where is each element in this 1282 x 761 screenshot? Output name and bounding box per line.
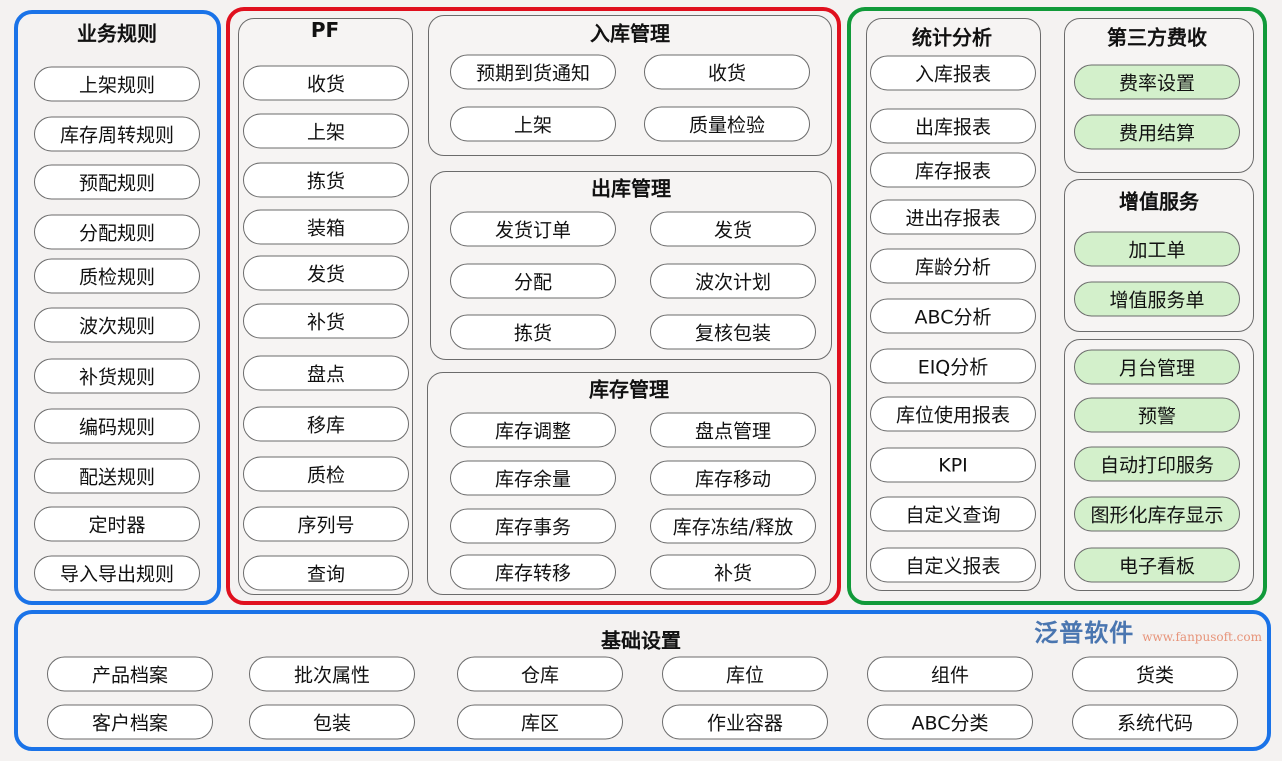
basic-settings-title: 基础设置 (601, 628, 681, 653)
pf-item[interactable]: 质检 (243, 456, 409, 492)
statistics-item[interactable]: 进出存报表 (870, 199, 1036, 235)
pf-item[interactable]: 收货 (243, 65, 409, 101)
watermark-url: www.fanpusoft.com (1142, 630, 1262, 644)
basic-settings-item[interactable]: 产品档案 (47, 656, 213, 692)
pf-item[interactable]: 查询 (243, 555, 409, 591)
pf-item[interactable]: 上架 (243, 113, 409, 149)
inbound-item[interactable]: 预期到货通知 (450, 54, 616, 90)
inventory-title: 库存管理 (589, 377, 669, 402)
outbound-title: 出库管理 (591, 176, 671, 201)
basic-settings-item[interactable]: 客户档案 (47, 704, 213, 740)
business-rules-item[interactable]: 上架规则 (34, 66, 200, 102)
outbound-item[interactable]: 发货 (650, 211, 816, 247)
statistics-item[interactable]: ABC分析 (870, 298, 1036, 334)
statistics-item[interactable]: 库存报表 (870, 152, 1036, 188)
basic-settings-item[interactable]: 组件 (867, 656, 1033, 692)
inventory-item[interactable]: 库存调整 (450, 412, 616, 448)
other-services-item[interactable]: 电子看板 (1074, 547, 1240, 583)
pf-item[interactable]: 补货 (243, 303, 409, 339)
outbound-item[interactable]: 发货订单 (450, 211, 616, 247)
inbound-item[interactable]: 质量检验 (644, 106, 810, 142)
other-services-item[interactable]: 图形化库存显示 (1074, 496, 1240, 532)
business-rules-item[interactable]: 质检规则 (34, 258, 200, 294)
operations-frame (226, 7, 841, 605)
pf-item[interactable]: 移库 (243, 406, 409, 442)
business-rules-item[interactable]: 预配规则 (34, 164, 200, 200)
other-services-item[interactable]: 预警 (1074, 397, 1240, 433)
value-added-item[interactable]: 加工单 (1074, 231, 1240, 267)
inventory-item[interactable]: 库存移动 (650, 460, 816, 496)
fees-title: 第三方费收 (1107, 25, 1207, 50)
statistics-title: 统计分析 (912, 25, 992, 50)
value-added-title: 增值服务 (1119, 189, 1199, 214)
value-added-item[interactable]: 增值服务单 (1074, 281, 1240, 317)
outbound-item[interactable]: 拣货 (450, 314, 616, 350)
inventory-item[interactable]: 库存冻结/释放 (650, 508, 816, 544)
business-rules-item[interactable]: 库存周转规则 (34, 116, 200, 152)
basic-settings-item[interactable]: 库位 (662, 656, 828, 692)
inventory-item[interactable]: 补货 (650, 554, 816, 590)
business-rules-title: 业务规则 (77, 21, 157, 46)
third-party-fees-item[interactable]: 费率设置 (1074, 64, 1240, 100)
basic-settings-item[interactable]: 库区 (457, 704, 623, 740)
pf-item[interactable]: 拣货 (243, 162, 409, 198)
inbound-item[interactable]: 上架 (450, 106, 616, 142)
pf-item[interactable]: 装箱 (243, 209, 409, 245)
basic-settings-item[interactable]: 包装 (249, 704, 415, 740)
inventory-item[interactable]: 库存余量 (450, 460, 616, 496)
business-rules-item[interactable]: 导入导出规则 (34, 555, 200, 591)
inbound-title: 入库管理 (590, 21, 670, 46)
business-rules-item[interactable]: 定时器 (34, 506, 200, 542)
business-rules-item[interactable]: 补货规则 (34, 358, 200, 394)
outbound-item[interactable]: 分配 (450, 263, 616, 299)
statistics-item[interactable]: 自定义查询 (870, 496, 1036, 532)
statistics-item[interactable]: 库位使用报表 (870, 396, 1036, 432)
pf-item[interactable]: 发货 (243, 255, 409, 291)
statistics-item[interactable]: 出库报表 (870, 108, 1036, 144)
basic-settings-item[interactable]: 货类 (1072, 656, 1238, 692)
statistics-item[interactable]: 入库报表 (870, 55, 1036, 91)
business-rules-frame (14, 10, 221, 605)
inventory-item[interactable]: 盘点管理 (650, 412, 816, 448)
basic-settings-item[interactable]: 仓库 (457, 656, 623, 692)
statistics-item[interactable]: KPI (870, 447, 1036, 483)
outbound-item[interactable]: 波次计划 (650, 263, 816, 299)
basic-settings-item[interactable]: 系统代码 (1072, 704, 1238, 740)
basic-settings-frame (14, 610, 1271, 751)
basic-settings-item[interactable]: 批次属性 (249, 656, 415, 692)
statistics-item[interactable]: 自定义报表 (870, 547, 1036, 583)
pf-title: PF (310, 18, 340, 42)
inventory-item[interactable]: 库存事务 (450, 508, 616, 544)
business-rules-item[interactable]: 波次规则 (34, 307, 200, 343)
inventory-item[interactable]: 库存转移 (450, 554, 616, 590)
outbound-item[interactable]: 复核包装 (650, 314, 816, 350)
other-services-item[interactable]: 月台管理 (1074, 349, 1240, 385)
business-rules-item[interactable]: 分配规则 (34, 214, 200, 250)
business-rules-item[interactable]: 编码规则 (34, 408, 200, 444)
watermark-logo: 泛普软件 www.fanpusoft.com (1000, 618, 1262, 650)
basic-settings-item[interactable]: 作业容器 (662, 704, 828, 740)
analytics-frame (847, 7, 1267, 605)
pf-item[interactable]: 序列号 (243, 506, 409, 542)
statistics-item[interactable]: EIQ分析 (870, 348, 1036, 384)
watermark-name: 泛普软件 (1034, 619, 1135, 647)
statistics-item[interactable]: 库龄分析 (870, 248, 1036, 284)
basic-settings-item[interactable]: ABC分类 (867, 704, 1033, 740)
pf-item[interactable]: 盘点 (243, 355, 409, 391)
business-rules-item[interactable]: 配送规则 (34, 458, 200, 494)
third-party-fees-item[interactable]: 费用结算 (1074, 114, 1240, 150)
other-services-item[interactable]: 自动打印服务 (1074, 446, 1240, 482)
inbound-item[interactable]: 收货 (644, 54, 810, 90)
